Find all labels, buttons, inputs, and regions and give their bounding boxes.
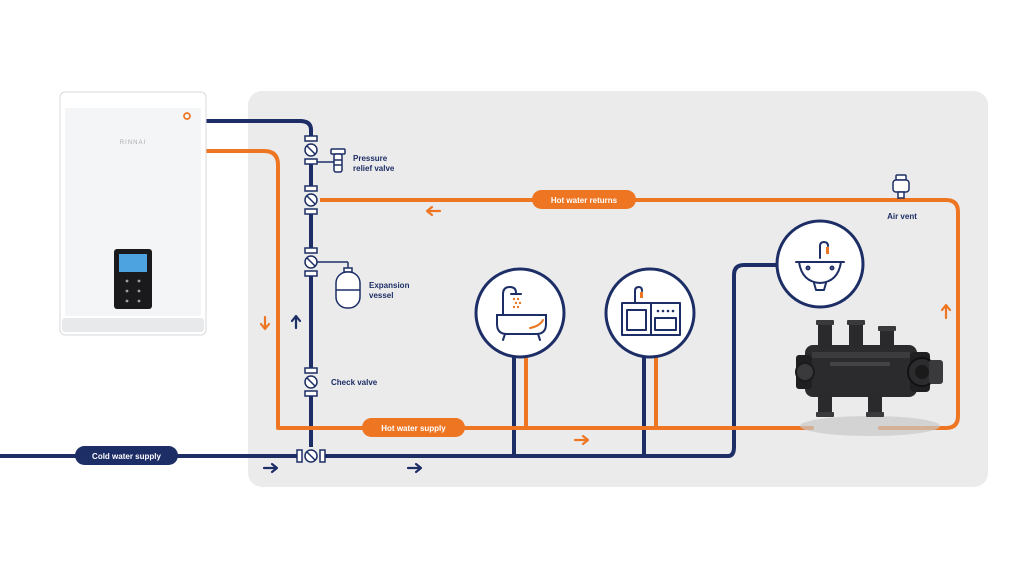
hot-water-returns-pill: Hot water returns (532, 190, 636, 209)
arrow-up-icon (940, 303, 952, 320)
pressure-relief-valve-icon (317, 148, 346, 173)
valve-symbols (296, 135, 326, 465)
bathtub-shower-icon (474, 267, 566, 359)
check-valve-label: Check valve (331, 378, 378, 387)
svg-text:Cold water supply: Cold water supply (92, 452, 161, 461)
arrow-right-icon (406, 462, 423, 474)
svg-text:Hot water returns: Hot water returns (551, 196, 618, 205)
pressure-relief-valve-label: Pressure relief valve (353, 154, 395, 173)
hot-water-pipes (204, 149, 960, 430)
valve-icon (302, 185, 320, 215)
heater-logo-icon (183, 112, 191, 120)
water-heater: RINNAI (59, 91, 207, 336)
arrow-left-icon (425, 205, 442, 217)
hot-supply-main (204, 149, 814, 430)
cold-basin-feed (726, 263, 782, 458)
wash-basin-icon (775, 219, 865, 309)
expansion-vessel-label: Expansion vessel (369, 281, 412, 300)
air-vent-icon (892, 174, 910, 199)
pipe-manifold-icon (795, 320, 943, 436)
valve-icon (302, 135, 320, 165)
heater-display-screen (119, 254, 147, 272)
hot-water-supply-pill: Hot water supply (362, 418, 465, 437)
expansion-vessel-icon (317, 261, 361, 309)
arrow-up-icon (290, 314, 302, 330)
hot-return-loop (309, 198, 960, 430)
heater-control-panel (114, 249, 152, 309)
arrow-down-icon (259, 315, 271, 331)
valve-icon (302, 247, 320, 277)
svg-text:Hot water supply: Hot water supply (381, 424, 446, 433)
check-valve-icon (302, 367, 320, 397)
arrow-right-icon (262, 462, 279, 474)
cold-water-supply-pill: Cold water supply (75, 446, 178, 465)
inlet-valve-icon (296, 447, 326, 465)
cold-riser (204, 119, 313, 458)
kitchen-sink-icon (604, 267, 696, 359)
heater-brand: RINNAI (120, 140, 146, 146)
arrow-right-icon (573, 434, 590, 446)
flow-arrows (259, 205, 952, 474)
air-vent-label: Air vent (887, 212, 917, 221)
